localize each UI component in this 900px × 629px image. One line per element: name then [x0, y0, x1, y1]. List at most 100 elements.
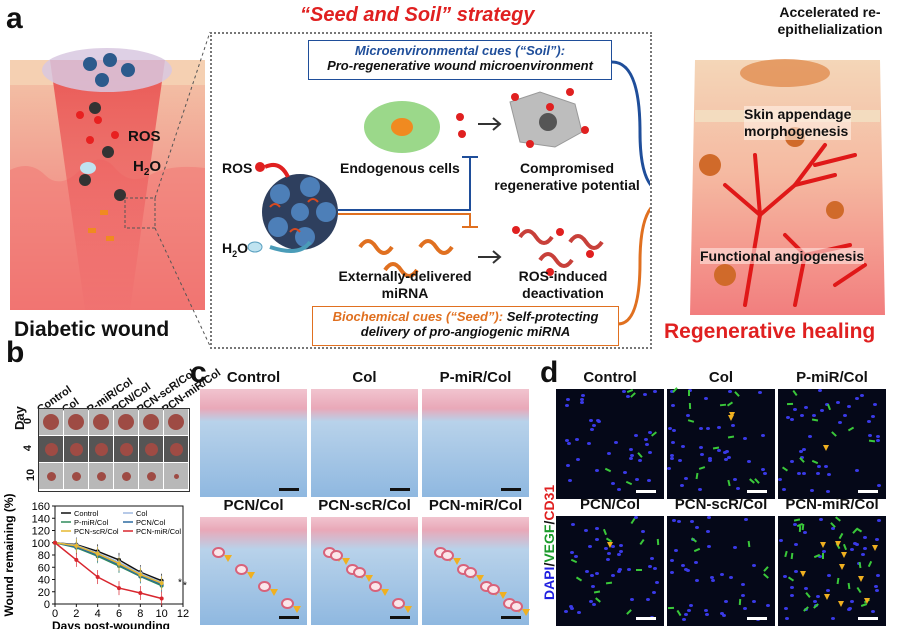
h2o-sub-c: 2	[232, 248, 238, 259]
nucleus-dot	[566, 464, 571, 468]
nucleus-dot	[802, 531, 807, 535]
vegf-signal	[727, 436, 734, 439]
nucleus-dot	[757, 391, 762, 395]
x-tick-label: 10	[156, 608, 168, 620]
nucleus-dot	[793, 408, 798, 412]
nucleus-dot	[694, 578, 699, 582]
fluorescence-label: Control	[583, 369, 637, 386]
nucleus-dot	[836, 400, 841, 404]
vegf-signal	[801, 523, 805, 531]
nucleus-dot	[689, 604, 694, 608]
nucleus-dot	[741, 594, 746, 598]
arrowhead-icon	[872, 545, 879, 552]
wound-spot	[146, 471, 156, 481]
external-line1: Externally-delivered	[338, 268, 472, 284]
vegf-signal	[790, 553, 794, 560]
vegf-signal	[695, 472, 699, 480]
histology-label: Col	[352, 369, 377, 386]
nucleus-dot	[564, 403, 569, 407]
nucleus-dot	[629, 457, 634, 461]
nucleus-dot	[576, 457, 581, 461]
vegf-signal	[831, 431, 837, 437]
nucleus-dot	[862, 546, 867, 550]
nucleus-dot	[652, 590, 657, 594]
nucleus-dot	[583, 528, 588, 532]
vegf-signal	[626, 480, 633, 486]
nucleus-dot	[789, 417, 794, 421]
panel-b-letter: b	[6, 336, 25, 369]
y-tick-label: 40	[38, 575, 50, 587]
nucleus-dot	[703, 609, 708, 613]
nucleus-dot	[868, 433, 873, 437]
legend-entry: Col	[136, 509, 148, 518]
vessel-marker	[330, 550, 343, 561]
wound-photo	[89, 463, 113, 489]
wound-spot	[168, 414, 184, 430]
nucleus-dot	[672, 519, 677, 523]
nucleus-dot	[634, 478, 639, 482]
nucleus-dot	[591, 424, 596, 428]
nucleus-dot	[646, 598, 651, 602]
nucleus-dot	[595, 571, 600, 575]
nucleus-dot	[667, 426, 672, 430]
nucleus-dot	[709, 575, 714, 579]
h2o-label-left: H2O	[133, 158, 161, 178]
arrowhead-icon	[522, 609, 530, 616]
vegf-signal	[594, 590, 601, 594]
histology-tile: PCN-scR/Col	[311, 497, 418, 625]
nucleus-dot	[747, 459, 752, 463]
nucleus-dot	[720, 611, 725, 615]
day-label-0: 0	[22, 417, 35, 425]
nucleus-dot	[706, 530, 711, 534]
nucleus-dot	[606, 551, 611, 555]
nucleus-dot	[843, 413, 848, 417]
seed-line1b: Self-protecting	[503, 309, 599, 324]
nucleus-dot	[633, 516, 638, 520]
nucleus-dot	[784, 617, 789, 621]
nucleus-dot	[595, 538, 600, 542]
x-tick-label: 4	[95, 608, 101, 620]
endogenous-label: Endogenous cells	[340, 160, 460, 176]
vegf-signal	[847, 582, 850, 589]
vegf-signal	[835, 516, 841, 523]
vegf-signal	[594, 597, 601, 603]
y-tick-label: 60	[38, 562, 50, 574]
cd31-label: CD31	[541, 484, 557, 521]
vegf-signal	[630, 518, 636, 525]
h2o-label-center: H2O	[222, 240, 248, 259]
wound-spot	[44, 442, 58, 456]
vegf-signal	[603, 529, 608, 536]
nucleus-dot	[683, 613, 688, 617]
x-axis-label: Days post-wounding	[52, 619, 170, 629]
vegf-signal	[763, 566, 769, 573]
arrowhead-icon	[857, 576, 864, 583]
mechanism-graphics	[247, 60, 650, 326]
nucleus-dot	[733, 478, 738, 482]
nucleus-dot	[694, 526, 699, 530]
histology-label: PCN/Col	[223, 497, 284, 514]
y-tick-label: 0	[44, 599, 50, 611]
nucleus-dot	[625, 395, 630, 399]
wound-spot	[94, 442, 108, 456]
nucleus-dot	[819, 517, 824, 521]
wound-spot	[118, 414, 134, 430]
nucleus-dot	[618, 568, 623, 571]
histology-label: Control	[226, 369, 281, 386]
nucleus-dot	[670, 570, 675, 574]
nucleus-dot	[698, 488, 703, 492]
nucleus-dot	[876, 483, 881, 487]
soil-line2: Pro-regenerative wound microenvironment	[327, 58, 593, 73]
x-tick-label: 2	[73, 608, 79, 620]
nucleus-dot	[573, 555, 578, 559]
wound-photo	[64, 409, 88, 435]
vegf-signal	[782, 466, 789, 472]
wound-spot	[173, 473, 179, 479]
nucleus-dot	[816, 464, 821, 468]
vegf-signal	[826, 404, 831, 411]
arrowhead-icon	[365, 575, 373, 582]
nucleus-dot	[579, 401, 584, 405]
nucleus-dot	[794, 543, 799, 547]
scale-bar	[279, 488, 299, 491]
h2o-sub: 2	[143, 167, 150, 178]
wound-spot	[71, 471, 81, 481]
